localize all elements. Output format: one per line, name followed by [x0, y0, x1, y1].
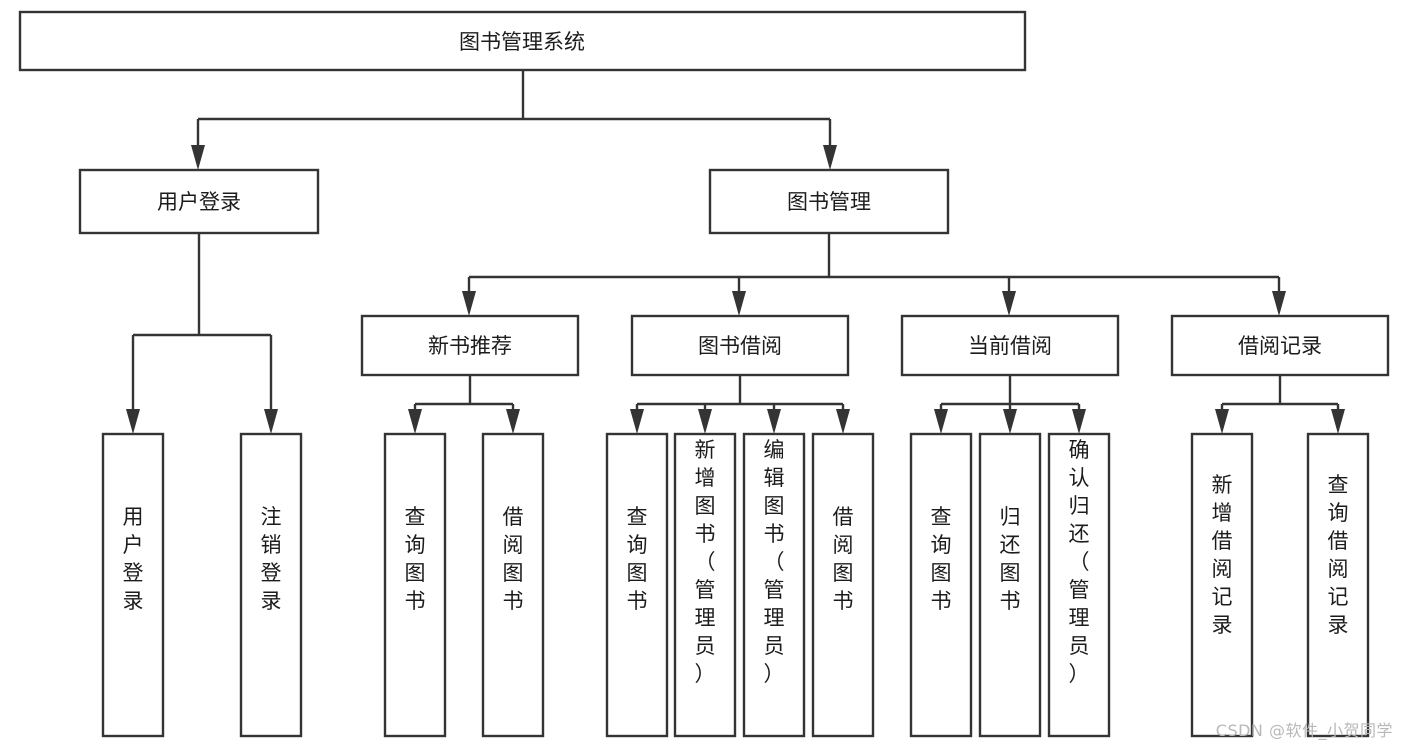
leaf-node[interactable]: 查询借阅记录	[1306, 432, 1370, 738]
leaf-logout-box	[239, 432, 303, 738]
node-borrow-record[interactable]: 借阅记录	[1170, 314, 1390, 377]
arrow-newbook-leaf-2	[506, 409, 520, 434]
node-current-borrow-box	[900, 314, 1120, 377]
leaf-user-login-label: 用户登录	[123, 505, 144, 613]
node-current-borrow-label: 当前借阅	[968, 334, 1052, 358]
node-book-manage[interactable]: 图书管理	[708, 168, 950, 235]
arrow-bookborrow-leaf-3	[767, 409, 781, 434]
leaf-borrowrecord-add-box	[1190, 432, 1254, 738]
leaf-borrowrecord-query-label: 查询借阅记录	[1328, 473, 1349, 637]
leaf-currentborrow-query-label: 查询图书	[931, 505, 952, 613]
leaf-bookborrow-edit-box	[742, 432, 806, 738]
arrow-currentborrow-leaf-3	[1072, 409, 1086, 434]
leaf-bookborrow-borrow-box	[811, 432, 875, 738]
leaf-borrowrecord-query-box	[1306, 432, 1370, 738]
node-book-manage-label: 图书管理	[787, 190, 871, 214]
leaf-node[interactable]: 查询图书	[909, 432, 973, 738]
connector-book-manage-to-level3	[462, 233, 1286, 316]
node-borrow-record-label: 借阅记录	[1238, 334, 1322, 358]
arrow-newbook-leaf-1	[408, 409, 422, 434]
leaf-currentborrow-return-label: 归还图书	[1000, 505, 1021, 613]
arrow-to-leaf-logout	[264, 409, 278, 434]
node-user-login[interactable]: 用户登录	[78, 168, 320, 235]
leaf-bookborrow-add-box	[673, 432, 737, 738]
arrow-currentborrow-leaf-2	[1003, 409, 1017, 434]
leaf-node[interactable]: 确认归还（管理员）	[1047, 432, 1111, 738]
arrow-to-current-borrow	[1002, 291, 1016, 316]
leaf-node[interactable]: 新增图书（管理员）	[673, 432, 737, 738]
node-new-book[interactable]: 新书推荐	[360, 314, 580, 377]
leaf-bookborrow-add-label: 新增图书（管理员）	[695, 438, 716, 686]
arrow-to-borrow-record	[1272, 291, 1286, 316]
node-new-book-box	[360, 314, 580, 377]
connector-borrow-record-to-leaves	[1215, 375, 1345, 434]
arrow-currentborrow-leaf-1	[934, 409, 948, 434]
leaf-node[interactable]: 新增借阅记录	[1190, 432, 1254, 738]
node-user-login-box	[78, 168, 320, 235]
arrow-bookborrow-leaf-4	[836, 409, 850, 434]
node-root-label: 图书管理系统	[459, 30, 585, 54]
arrow-bookborrow-leaf-2	[698, 409, 712, 434]
arrow-to-leaf-user-login	[126, 409, 140, 434]
arrow-to-new-book	[462, 291, 476, 316]
node-current-borrow[interactable]: 当前借阅	[900, 314, 1120, 377]
leaf-bookborrow-query-label: 查询图书	[627, 505, 648, 613]
node-new-book-label: 新书推荐	[428, 334, 512, 358]
connector-current-borrow-to-leaves	[934, 375, 1086, 434]
node-root[interactable]: 图书管理系统	[18, 10, 1027, 72]
node-book-borrow-label: 图书借阅	[698, 334, 782, 358]
leaf-node[interactable]: 借阅图书	[811, 432, 875, 738]
node-root-box	[18, 10, 1027, 72]
leaf-newbook-query-box	[383, 432, 447, 738]
node-user-login-label: 用户登录	[157, 190, 241, 214]
leaf-node[interactable]: 归还图书	[978, 432, 1042, 738]
leaf-user-login-box	[101, 432, 165, 738]
leaf-bookborrow-borrow-label: 借阅图书	[833, 505, 854, 613]
csdn-watermark: CSDN @软件_小贺同学	[1215, 721, 1393, 740]
node-book-borrow[interactable]: 图书借阅	[630, 314, 850, 377]
arrow-borrowrecord-leaf-2	[1331, 409, 1345, 434]
leaf-currentborrow-query-box	[909, 432, 973, 738]
leaf-currentborrow-return-box	[978, 432, 1042, 738]
leaf-newbook-borrow-box	[481, 432, 545, 738]
leaf-newbook-borrow-label: 借阅图书	[503, 505, 524, 613]
arrow-borrowrecord-leaf-1	[1215, 409, 1229, 434]
leaf-currentborrow-confirm-box	[1047, 432, 1111, 738]
connector-new-book-to-leaves	[408, 375, 520, 434]
arrow-to-user-login	[191, 145, 205, 170]
leaf-borrowrecord-add-label: 新增借阅记录	[1212, 473, 1233, 637]
leaf-node[interactable]: 查询图书	[383, 432, 447, 738]
arrow-to-book-borrow	[732, 291, 746, 316]
arrow-bookborrow-leaf-1	[630, 409, 644, 434]
leaf-node[interactable]: 用户登录	[101, 432, 165, 738]
leaf-currentborrow-confirm-label: 确认归还（管理员）	[1069, 438, 1090, 686]
leaf-node[interactable]: 注销登录	[239, 432, 303, 738]
leaf-node[interactable]: 借阅图书	[481, 432, 545, 738]
leaf-newbook-query-label: 查询图书	[405, 505, 426, 613]
arrow-to-book-manage	[823, 145, 837, 170]
leaf-node[interactable]: 查询图书	[605, 432, 669, 738]
leaf-bookborrow-edit-label: 编辑图书（管理员）	[764, 438, 785, 686]
connector-user-login-to-leaves	[126, 233, 278, 434]
leaf-logout-label: 注销登录	[261, 505, 282, 613]
connector-book-borrow-to-leaves	[630, 375, 850, 434]
leaf-bookborrow-query-box	[605, 432, 669, 738]
connector-root-to-level2	[191, 70, 837, 170]
leaf-node[interactable]: 编辑图书（管理员）	[742, 432, 806, 738]
